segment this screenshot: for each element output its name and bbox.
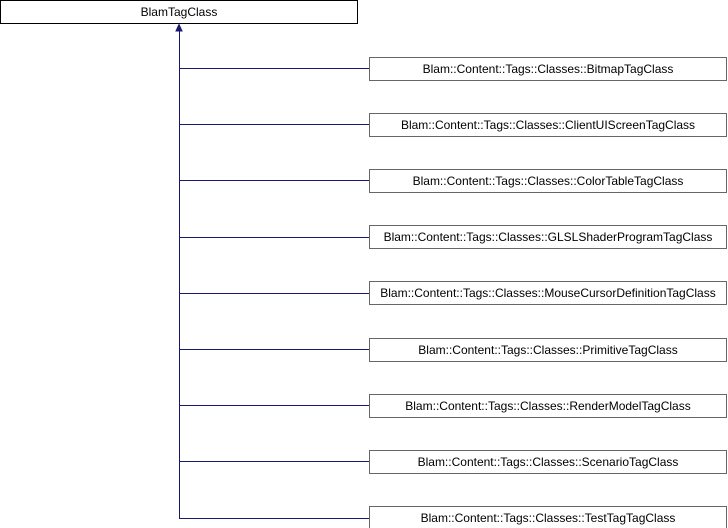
derived-class-label: Blam::Content::Tags::Classes::ClientUISc… — [401, 118, 695, 132]
derived-class-label: Blam::Content::Tags::Classes::GLSLShader… — [384, 230, 713, 244]
derived-class-box — [369, 57, 727, 81]
derived-class-node[interactable]: Blam::Content::Tags::Classes::ScenarioTa… — [369, 450, 727, 474]
derived-class-box — [369, 338, 727, 362]
derived-class-label: Blam::Content::Tags::Classes::TestTagTag… — [421, 511, 676, 525]
derived-class-box — [369, 225, 727, 249]
derived-class-node[interactable]: Blam::Content::Tags::Classes::BitmapTagC… — [369, 57, 727, 81]
derived-class-node[interactable]: Blam::Content::Tags::Classes::MouseCurso… — [369, 281, 727, 305]
derived-class-box — [369, 281, 727, 305]
derived-class-box — [369, 450, 727, 474]
derived-class-label: Blam::Content::Tags::Classes::MouseCurso… — [380, 286, 715, 300]
derived-class-node[interactable]: Blam::Content::Tags::Classes::GLSLShader… — [369, 225, 727, 249]
derived-class-nodes: Blam::Content::Tags::Classes::BitmapTagC… — [369, 57, 727, 528]
derived-class-box — [369, 113, 727, 137]
derived-class-node[interactable]: Blam::Content::Tags::Classes::ColorTable… — [369, 169, 727, 193]
derived-class-label: Blam::Content::Tags::Classes::PrimitiveT… — [418, 343, 677, 357]
derived-class-box — [369, 169, 727, 193]
base-class-node[interactable]: BlamTagClass — [0, 0, 358, 24]
derived-class-box — [369, 506, 727, 528]
derived-class-label: Blam::Content::Tags::Classes::RenderMode… — [405, 399, 690, 413]
base-class-label: BlamTagClass — [141, 5, 218, 19]
inheritance-edges — [179, 31, 370, 519]
derived-class-box — [369, 394, 727, 418]
derived-class-node[interactable]: Blam::Content::Tags::Classes::PrimitiveT… — [369, 338, 727, 362]
derived-class-node[interactable]: Blam::Content::Tags::Classes::RenderMode… — [369, 394, 727, 418]
derived-class-label: Blam::Content::Tags::Classes::ScenarioTa… — [418, 455, 679, 469]
inheritance-arrowhead — [175, 23, 183, 32]
derived-class-label: Blam::Content::Tags::Classes::ColorTable… — [413, 174, 684, 188]
derived-class-node[interactable]: Blam::Content::Tags::Classes::ClientUISc… — [369, 113, 727, 137]
derived-class-label: Blam::Content::Tags::Classes::BitmapTagC… — [423, 62, 674, 76]
derived-class-node[interactable]: Blam::Content::Tags::Classes::TestTagTag… — [369, 506, 727, 528]
